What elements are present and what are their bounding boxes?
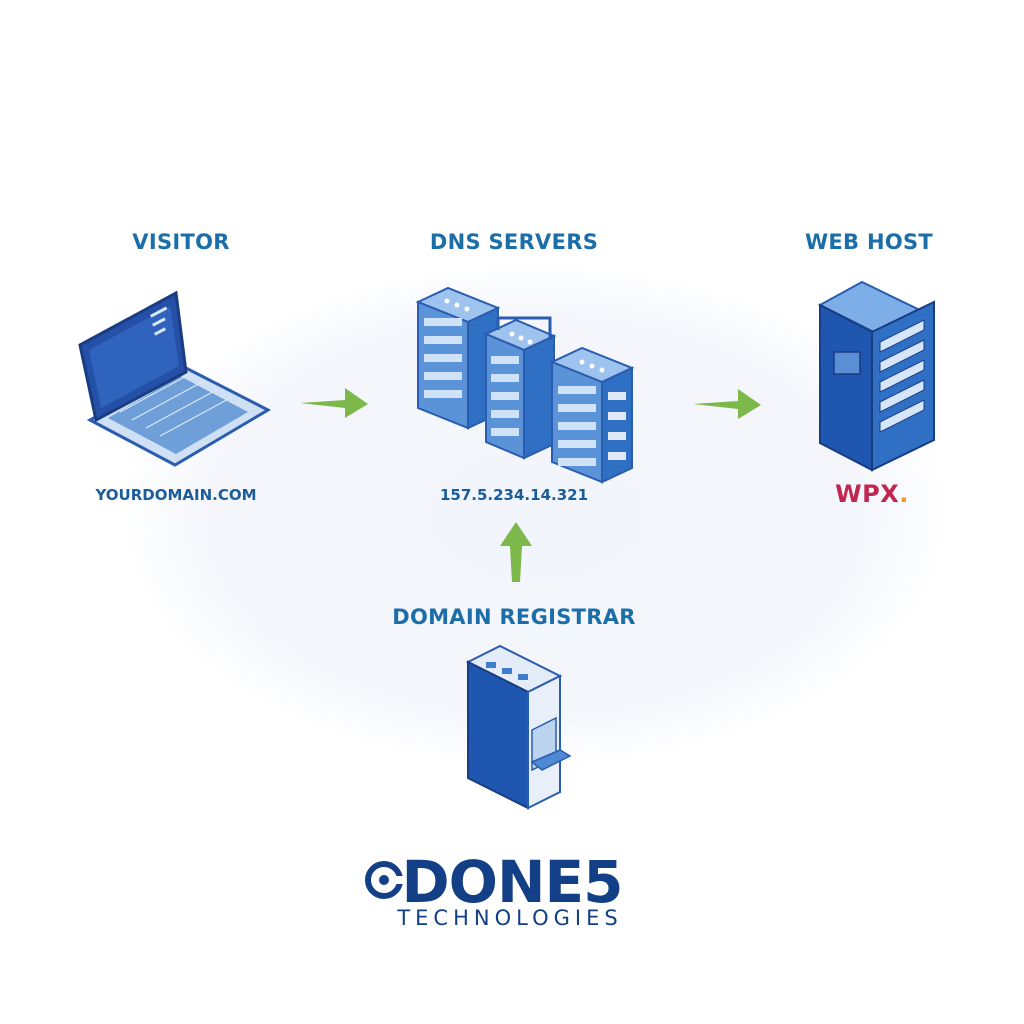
registrar-server-icon [465, 644, 572, 810]
key-icon [365, 861, 412, 899]
domain-registrar-title: DOMAIN REGISTRAR [392, 605, 636, 629]
web-host-server-icon [817, 280, 935, 472]
arrow-right-icon [693, 389, 761, 419]
company-logo-name: DONE5 [401, 848, 624, 916]
arrow-right-icon [300, 388, 368, 418]
dns-server-cluster-icon [415, 286, 635, 484]
laptop-icon [78, 290, 272, 467]
visitor-domain-caption: YOURDOMAIN.COM [95, 486, 257, 504]
wpx-brand-logo: WPX. [835, 480, 909, 508]
visitor-title: VISITOR [132, 230, 230, 254]
web-host-title: WEB HOST [804, 230, 934, 254]
dns-servers-title: DNS SERVERS [429, 230, 599, 254]
arrow-up-icon [500, 522, 532, 582]
company-logo-tagline: TECHNOLOGIES [397, 906, 623, 930]
dns-ip-caption: 157.5.234.14.321 [439, 486, 589, 504]
